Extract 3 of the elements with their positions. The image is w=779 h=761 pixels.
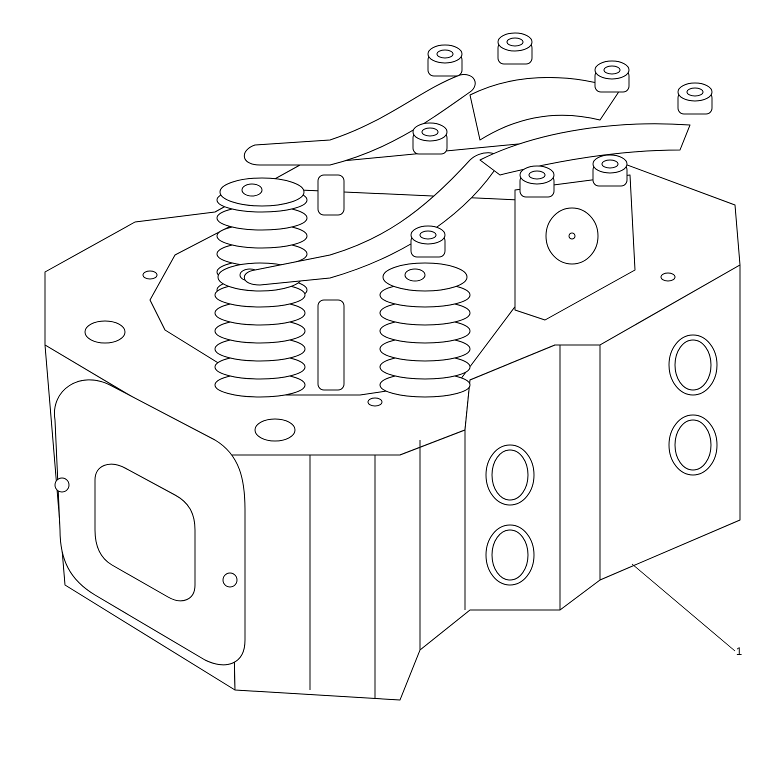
cylinder-head-drawing	[44, 32, 740, 700]
leader-line	[632, 564, 736, 652]
callout-number: 1	[736, 646, 742, 658]
